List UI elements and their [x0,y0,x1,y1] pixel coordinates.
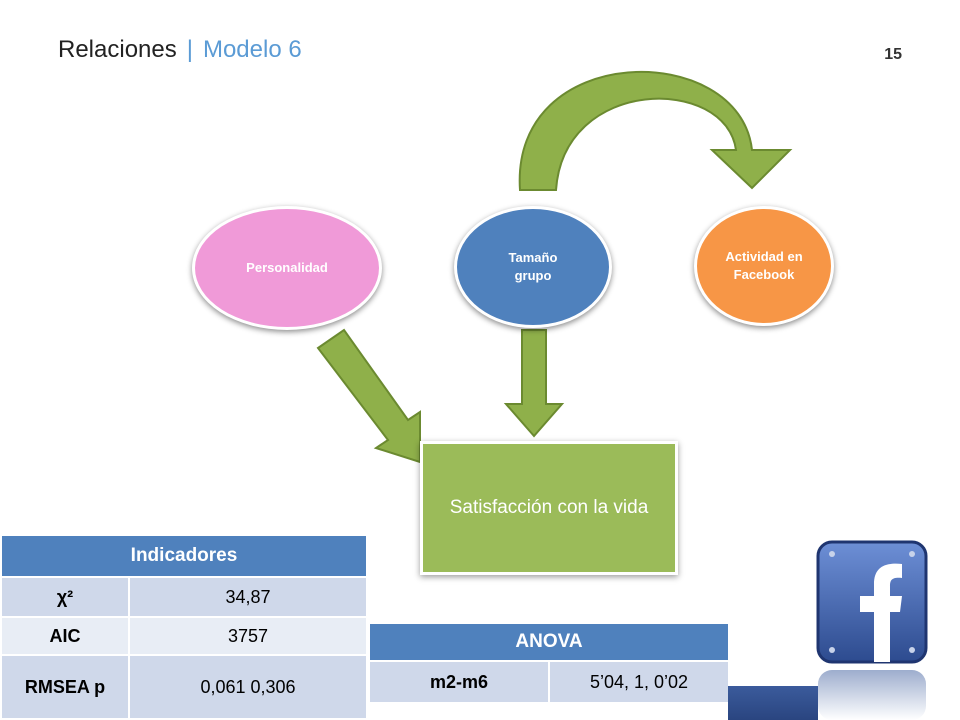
indicadores-table: Indicadores χ² 34,87 AIC 3757 RMSEA p 0,… [0,534,368,720]
row-label: χ² [0,576,130,618]
node-satisfaccion: Satisfacción con la vida [420,441,678,575]
title-main: Relaciones [58,36,177,63]
slide-title: Relaciones | Modelo 6 [58,36,302,64]
node-tamano-grupo: Tamaño grupo [454,206,612,328]
page-number: 15 [884,46,902,63]
table-row: χ² 34,87 [0,576,368,618]
anova-header: ANOVA [368,622,730,662]
decorative-band [728,686,818,720]
table-row: RMSEA p 0,061 0,306 [0,654,368,720]
row-label: AIC [0,616,130,656]
title-separator: | [186,36,193,63]
title-subtitle: Modelo 6 [202,36,302,63]
arrow-tamano-to-satisfaccion [503,329,565,438]
facebook-logo-icon [816,540,928,720]
anova-table: ANOVA m2-m6 5’04, 1, 0’02 [368,622,730,704]
table-row: m2-m6 5’04, 1, 0’02 [368,660,730,704]
row-value: 5’04, 1, 0’02 [548,660,730,704]
node-personalidad: Personalidad [192,206,382,330]
curved-arrow-tamano-to-actividad [518,71,793,191]
row-value: 3757 [128,616,368,656]
indicadores-header: Indicadores [0,534,368,578]
node-satisfaccion-label: Satisfacción con la vida [449,496,649,518]
row-label: m2-m6 [368,660,550,704]
node-tamano-grupo-label: Tamaño grupo [508,250,558,283]
table-row: AIC 3757 [0,616,368,656]
node-actividad-facebook: Actividad en Facebook [694,206,834,326]
node-personalidad-label: Personalidad [246,260,328,276]
node-actividad-facebook-label: Actividad en Facebook [725,249,803,282]
arrow-personalidad-to-satisfaccion [316,328,421,464]
row-label: RMSEA p [0,654,130,720]
row-value: 34,87 [128,576,368,618]
row-value: 0,061 0,306 [128,654,368,720]
